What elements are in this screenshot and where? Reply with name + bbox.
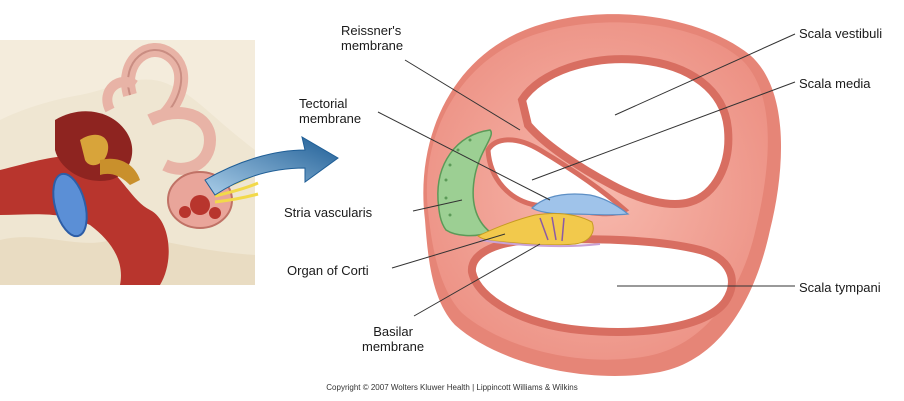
label-tectorial-membrane: Tectorial membrane: [299, 96, 361, 126]
label-tectorial-line2: membrane: [299, 111, 361, 126]
label-basilar-line1: Basilar: [362, 324, 424, 339]
label-scala-media: Scala media: [799, 76, 871, 91]
label-organ-of-corti: Organ of Corti: [287, 263, 369, 278]
label-reissners-membrane: Reissner's membrane: [341, 23, 403, 53]
label-reissners-line1: Reissner's: [341, 23, 403, 38]
label-stria-vascularis: Stria vascularis: [284, 205, 372, 220]
label-basilar-line2: membrane: [362, 339, 424, 354]
cochlea-cross-section: [423, 14, 781, 376]
label-reissners-line2: membrane: [341, 38, 403, 53]
label-scala-tympani: Scala tympani: [799, 280, 881, 295]
copyright-notice: Copyright © 2007 Wolters Kluwer Health |…: [0, 383, 904, 392]
label-basilar-membrane: Basilar membrane: [362, 324, 424, 354]
label-scala-vestibuli: Scala vestibuli: [799, 26, 882, 41]
label-tectorial-line1: Tectorial: [299, 96, 361, 111]
ear-anatomy-inset: [0, 40, 258, 285]
